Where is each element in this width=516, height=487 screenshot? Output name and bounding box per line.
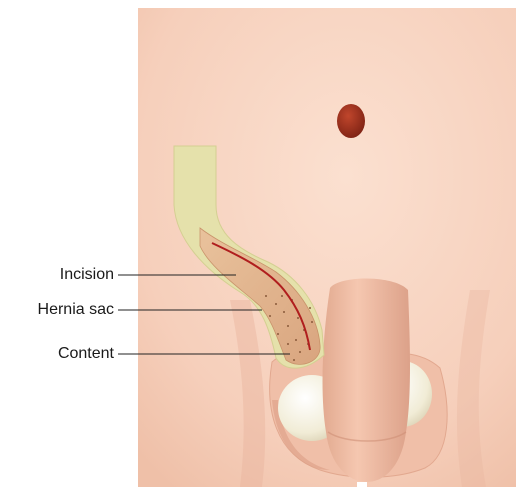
label-content: Content [58,345,114,363]
label-incision: Incision [60,266,114,284]
bottom-notch [357,482,367,487]
penis [323,278,410,482]
umbilicus [337,104,365,138]
label-hernia-sac: Hernia sac [38,301,114,319]
